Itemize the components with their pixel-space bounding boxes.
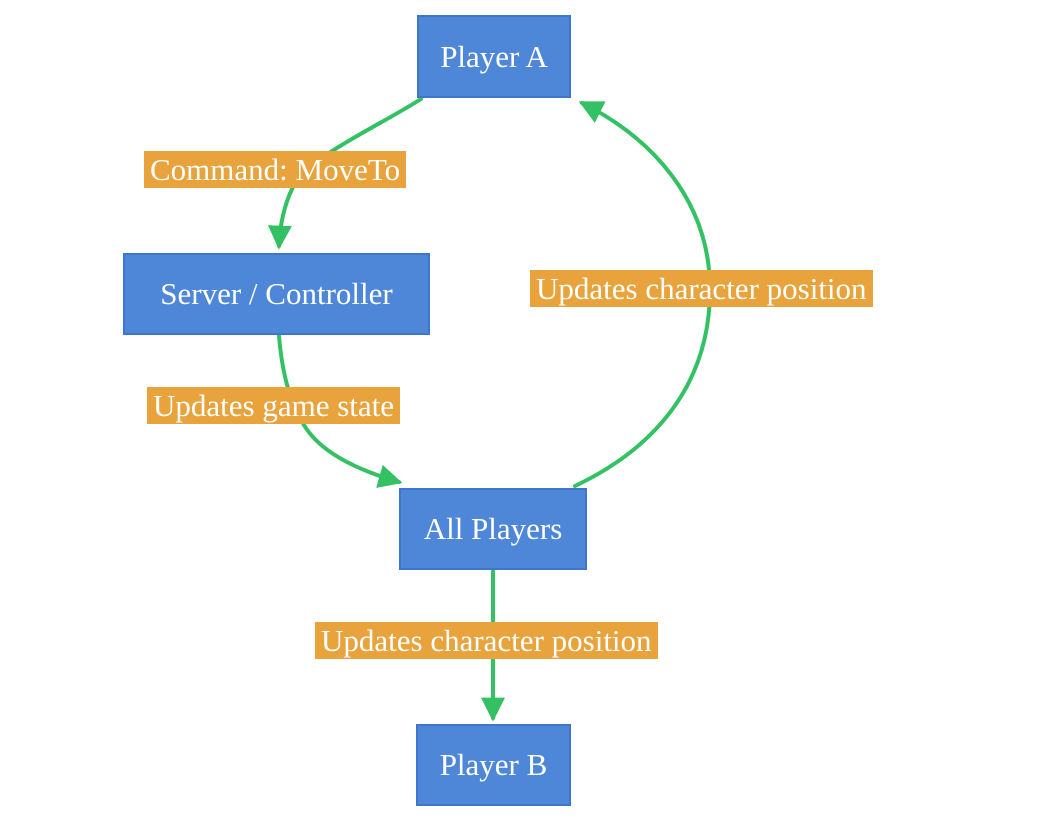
node-server-controller: Server / Controller (123, 253, 430, 335)
node-player-a: Player A (417, 15, 571, 98)
edge-server-to-all-players (277, 334, 403, 488)
edge-label-updates-character-position-bottom: Updates character position (315, 622, 658, 659)
edge-label-updates-game-state: Updates game state (147, 387, 401, 424)
edge-label-command-moveto: Command: MoveTo (144, 151, 407, 188)
edge-label-updates-character-position-right: Updates character position (530, 270, 873, 307)
node-all-players: All Players (399, 488, 587, 570)
node-player-b: Player B (416, 724, 571, 806)
